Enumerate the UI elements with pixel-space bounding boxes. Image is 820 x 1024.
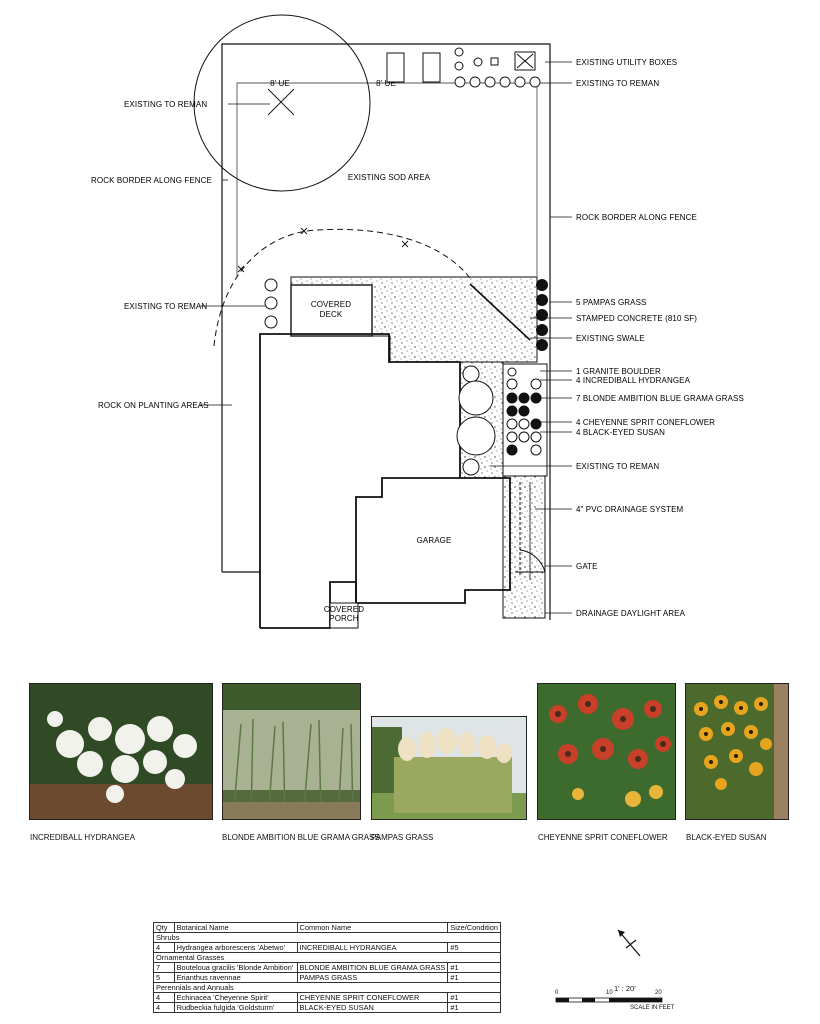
cell-qty: 4 <box>153 942 175 953</box>
label-right-9: 4 CHEYENNE SPRIT CONEFLOWER <box>576 418 715 427</box>
label-right-0: EXISTING UTILITY BOXES <box>576 58 677 67</box>
photo-cheyenne-spirit-coneflower <box>537 683 676 820</box>
plant-list-table: Qty Botanical Name Common Name Size/Cond… <box>153 922 501 1013</box>
scale-units: SCALE IN FEET <box>630 1005 675 1011</box>
label-left-3: ROCK ON PLANTING AREAS <box>98 401 209 410</box>
group-title: Shrubs <box>153 932 501 943</box>
header-common: Common Name <box>296 922 449 933</box>
bed-plant-symbols <box>506 367 542 456</box>
existing-tree-canopy <box>193 14 371 192</box>
label-right-5: EXISTING SWALE <box>576 334 645 343</box>
label-right-8: 7 BLONDE AMBITION BLUE GRAMA GRASS <box>576 394 744 403</box>
cell-qty: 5 <box>153 972 175 983</box>
cell-botanical: Erianthus ravennae <box>173 972 298 983</box>
utility-boxes <box>386 47 536 83</box>
group-row: Perennials and Annuals <box>153 982 501 993</box>
cell-size: #1 <box>447 972 501 983</box>
ue-label-right: 8' UE <box>376 79 396 88</box>
caption-black-eyed-susan: BLACK-EYED SUSAN <box>686 833 767 842</box>
cell-botanical: Hydrangea arborescens 'Abetwo' <box>173 942 298 953</box>
sod-area-label: EXISTING SOD AREA <box>348 173 431 182</box>
scale-ten: 10 <box>606 990 613 996</box>
table-row: 7 Bouteloua gracilis 'Blonde Ambition' B… <box>153 962 501 973</box>
pampas-grass-symbols <box>536 279 548 351</box>
cell-common: INCREDIBALL HYDRANGEA <box>296 942 449 953</box>
deck-label-1: COVERED <box>311 300 351 309</box>
cell-size: #1 <box>447 962 501 973</box>
cell-common: BLONDE AMBITION BLUE GRAMA GRASS <box>296 962 449 973</box>
existing-shrub-row <box>454 76 541 88</box>
label-right-13: GATE <box>576 562 598 571</box>
porch-label-1: COVERED <box>324 605 364 614</box>
cell-botanical: Echinacea 'Cheyenne Spirit' <box>173 992 298 1003</box>
label-right-12: 4" PVC DRAINAGE SYSTEM <box>576 505 684 514</box>
porch-label-2: PORCH <box>329 614 359 623</box>
site-plan: COVERED DECK GARAGE COVERED PORCH 8' UE … <box>91 14 744 629</box>
cell-common: CHEYENNE SPRIT CONEFLOWER <box>296 992 449 1003</box>
table-row: 5 Erianthus ravennae PAMPAS GRASS #1 <box>153 972 501 983</box>
label-right-10: 4 BLACK-EYED SUSAN <box>576 428 665 437</box>
photo-pampas-grass <box>371 716 527 820</box>
garage-label: GARAGE <box>417 536 452 545</box>
group-title: Ornamental Grasses <box>153 952 501 963</box>
table-row: 4 Rudbeckia fulgida 'Goldsturm' BLACK-EY… <box>153 1002 501 1013</box>
existing-shrubs-left <box>264 278 278 329</box>
label-left-0: EXISTING TO REMAN <box>124 100 207 109</box>
covered-deck <box>290 284 373 337</box>
label-left-1: ROCK BORDER ALONG FENCE <box>91 176 212 185</box>
cell-common: PAMPAS GRASS <box>296 972 449 983</box>
deck-label-2: DECK <box>320 310 343 319</box>
existing-swale <box>469 283 531 341</box>
cell-common: BLACK-EYED SUSAN <box>296 1002 449 1013</box>
scale-ratio: 1' : 20' <box>614 984 636 993</box>
label-right-1: EXISTING TO REMAN <box>576 79 659 88</box>
cell-botanical: Bouteloua gracilis 'Blonde Ambition' <box>173 962 298 973</box>
photo-black-eyed-susan <box>685 683 789 820</box>
gate-symbol <box>515 549 546 573</box>
group-title: Perennials and Annuals <box>153 982 501 993</box>
existing-trees-strip <box>456 365 496 476</box>
garage-outline <box>355 477 460 603</box>
scale-bar <box>555 997 663 1003</box>
table-header-row: Qty Botanical Name Common Name Size/Cond… <box>153 922 501 933</box>
header-botanical: Botanical Name <box>173 922 298 933</box>
cell-qty: 4 <box>153 992 175 1003</box>
photo-blonde-ambition-grass <box>222 683 361 820</box>
group-row: Shrubs <box>153 932 501 943</box>
table-row: 4 Hydrangea arborescens 'Abetwo' INCREDI… <box>153 942 501 953</box>
utility-easement-line <box>236 82 538 276</box>
caption-pampas-grass: PAMPAS GRASS <box>371 833 434 842</box>
scale-zero: 0 <box>555 990 559 996</box>
caption-incrediball-hydrangea: INCREDIBALL HYDRANGEA <box>30 833 136 842</box>
photo-incrediball-hydrangea <box>29 683 213 820</box>
cell-size: #1 <box>447 1002 501 1013</box>
label-right-11: EXISTING TO REMAN <box>576 462 659 471</box>
house-outline <box>259 333 511 629</box>
cell-size: #5 <box>447 942 501 953</box>
cell-botanical: Rudbeckia fulgida 'Goldsturm' <box>173 1002 298 1013</box>
ue-label-left: 8' UE <box>270 79 290 88</box>
group-row: Ornamental Grasses <box>153 952 501 963</box>
cell-qty: 4 <box>153 1002 175 1013</box>
dashed-path <box>213 228 471 347</box>
label-right-6: 1 GRANITE BOULDER <box>576 367 661 376</box>
label-right-14: DRAINAGE DAYLIGHT AREA <box>576 609 686 618</box>
label-left-2: EXISTING TO REMAN <box>124 302 207 311</box>
covered-porch <box>329 602 359 629</box>
header-qty: Qty <box>153 922 175 933</box>
property-boundary <box>221 43 551 620</box>
table-row: 4 Echinacea 'Cheyenne Spirit' CHEYENNE S… <box>153 992 501 1003</box>
cell-qty: 7 <box>153 962 175 973</box>
label-right-7: 4 INCREDIBALL HYDRANGEA <box>576 376 691 385</box>
caption-blonde-ambition: BLONDE AMBITION BLUE GRAMA GRASS <box>222 833 380 842</box>
label-right-4: STAMPED CONCRETE (810 SF) <box>576 314 697 323</box>
header-size: Size/Condition <box>447 922 501 933</box>
scale-twenty: 20 <box>655 990 662 996</box>
north-arrow-icon <box>617 929 641 957</box>
caption-cheyenne-spirit: CHEYENNE SPRIT CONEFLOWER <box>538 833 668 842</box>
cell-size: #1 <box>447 992 501 1003</box>
label-right-3: 5 PAMPAS GRASS <box>576 298 646 307</box>
label-right-2: ROCK BORDER ALONG FENCE <box>576 213 697 222</box>
